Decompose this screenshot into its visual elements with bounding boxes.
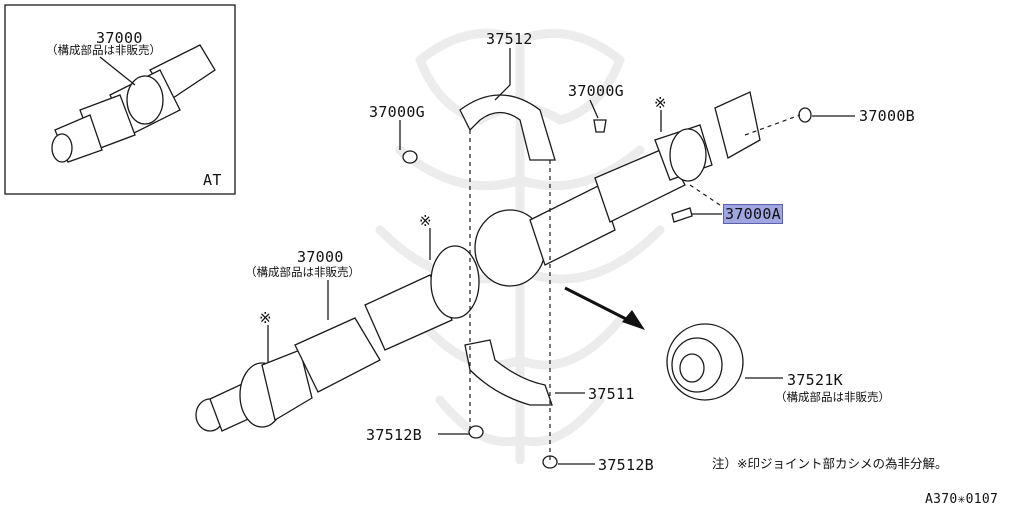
label-37000G-right[interactable]: 37000G — [568, 82, 624, 100]
label-37000B[interactable]: 37000B — [859, 107, 915, 125]
label-37000A[interactable]: 37000A — [723, 204, 783, 224]
inset-part-number: 37000 — [96, 29, 143, 47]
joint-mark-rear: ※ — [259, 309, 272, 327]
label-37511[interactable]: 37511 — [588, 385, 635, 403]
upper-bracket — [459, 94, 556, 161]
highlighted-part-number: 37000A — [723, 204, 783, 224]
center-bearing-part — [666, 323, 744, 401]
footnote: 注）※印ジョイント部カシメの為非分解。 — [712, 456, 948, 471]
leader-lines — [267, 48, 855, 465]
joint-mark-front: ※ — [654, 94, 667, 112]
guide-lines — [469, 114, 801, 460]
label-37000-main[interactable]: 37000 — [297, 248, 344, 266]
label-37521K[interactable]: 37521K — [787, 371, 843, 389]
inset-shaft — [51, 44, 216, 163]
label-37000-main-note: （構成部品は非販売） — [245, 265, 360, 279]
label-37000G-left[interactable]: 37000G — [369, 103, 425, 121]
lower-bracket — [464, 339, 553, 406]
fasteners — [402, 107, 812, 469]
label-37521K-note: （構成部品は非販売） — [775, 390, 890, 404]
inset-frame — [4, 4, 236, 195]
direction-arrow — [564, 286, 645, 330]
joint-mark-center: ※ — [419, 212, 432, 230]
inset-variant-label: AT — [203, 171, 222, 189]
label-37512B-left[interactable]: 37512B — [366, 426, 422, 444]
figure-id: A370✳0107 — [925, 492, 999, 507]
rear-shaft-assembly — [195, 91, 761, 432]
label-37512B-right[interactable]: 37512B — [598, 456, 654, 474]
inset-note: （構成部品は非販売） — [46, 43, 161, 57]
label-37512[interactable]: 37512 — [486, 30, 533, 48]
